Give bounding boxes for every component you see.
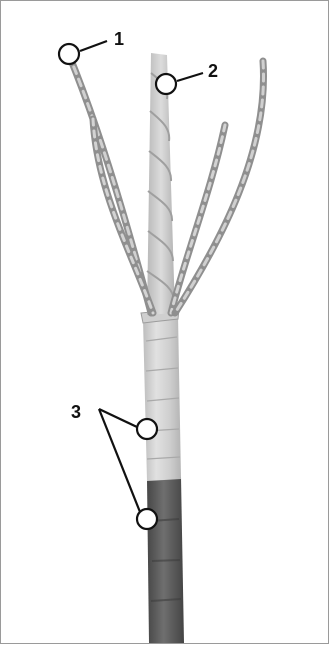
circle-marker-icon (156, 74, 176, 94)
circle-marker-icon (137, 509, 157, 529)
callout-1: 1 (59, 29, 124, 64)
callout-label-1: 1 (114, 29, 124, 49)
circle-marker-icon (59, 44, 79, 64)
circle-marker-icon (137, 419, 157, 439)
callout-label-2: 2 (208, 61, 218, 81)
callout-3: 3 (71, 402, 157, 529)
callout-label-3: 3 (71, 402, 81, 422)
foil-shield (141, 309, 181, 481)
cable-jacket (147, 477, 184, 643)
